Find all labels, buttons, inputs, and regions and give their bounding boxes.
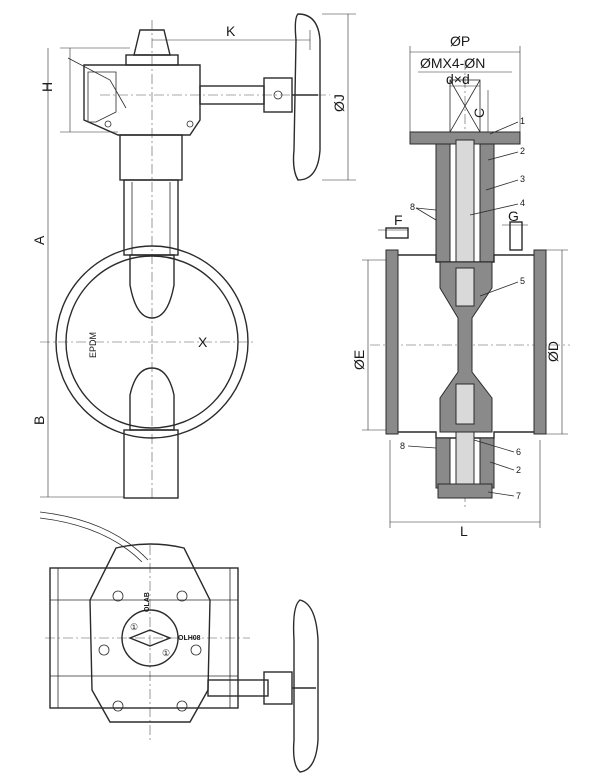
gearbox-body: [83, 64, 201, 136]
dimension-f: F: [394, 212, 403, 228]
output-shaft-top: [207, 679, 269, 697]
lower-stem: [455, 431, 475, 487]
plate-mark-top: OLAB: [144, 592, 151, 612]
indicator-dial: [121, 609, 179, 667]
bottom-trunnion: [123, 429, 179, 499]
front-view: EPDM X K H A B ØJ: [31, 13, 356, 500]
part-number-8-lower: 8: [400, 441, 405, 451]
dimension-a: A: [31, 235, 47, 245]
handwheel-top: [292, 599, 319, 773]
square-drive: [449, 79, 481, 133]
dimension-d: ØD: [545, 341, 561, 362]
indicator-pointer: [128, 629, 172, 647]
center-x-mark: X: [198, 334, 208, 350]
dimension-g: G: [508, 208, 519, 224]
part-number-5: 5: [520, 276, 525, 286]
part-number-3: 3: [520, 174, 525, 184]
dimension-dxd: d×d: [446, 71, 470, 87]
disc-section: [439, 261, 493, 433]
section-view: ØP ØMX4-ØN d×d C F G ØE ØD L 1 2: [351, 33, 570, 539]
part-number-6: 6: [516, 447, 521, 457]
dimension-l: L: [460, 523, 468, 539]
body-ring-outer: [55, 245, 249, 439]
dimension-b: B: [31, 416, 47, 425]
dimension-k: K: [226, 23, 236, 39]
dimension-e: ØE: [351, 350, 367, 370]
part-number-2-lower: 2: [516, 465, 521, 475]
part-number-7: 7: [516, 491, 521, 501]
upper-disc-boss: [129, 254, 175, 319]
part-number-8: 8: [410, 202, 415, 212]
neck-upper: [119, 134, 183, 181]
dial-mark-left: ①: [130, 622, 138, 632]
disc-upper-bore: [455, 267, 475, 307]
bottom-cap: [437, 483, 493, 499]
cable: [39, 511, 149, 561]
part-number-2: 2: [520, 146, 525, 156]
epdm-mark: EPDM: [88, 332, 98, 358]
handwheel-side: [292, 13, 321, 181]
dial-mark-right: ①: [162, 648, 170, 658]
dimension-c: C: [471, 108, 487, 118]
part-number-1: 1: [520, 116, 525, 126]
body-ring-inner: [65, 255, 239, 429]
lower-disc-boss: [129, 367, 175, 431]
dimension-p: ØP: [450, 33, 470, 49]
dimension-mxn: ØMX4-ØN: [420, 55, 485, 71]
dimension-h: H: [39, 82, 55, 92]
upper-stem: [455, 139, 475, 266]
part-number-4: 4: [520, 198, 525, 208]
plate-mark-right: OLH08: [178, 635, 201, 642]
top-view: ① ① OLAB OLH08: [39, 511, 319, 773]
dimension-j: ØJ: [331, 94, 347, 112]
gearbox-plate: [89, 543, 211, 723]
disc-lower-bore: [455, 383, 475, 425]
